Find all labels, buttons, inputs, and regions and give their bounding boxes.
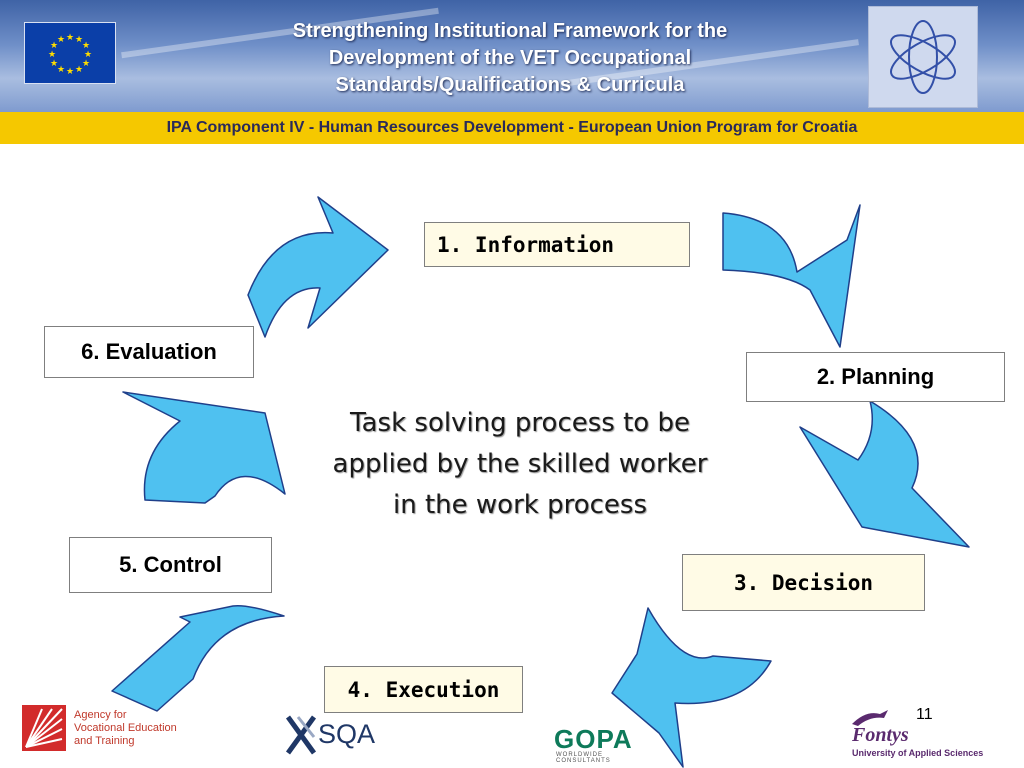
gopa-logo-text: GOPA (554, 724, 633, 754)
cycle-arrow-icon (722, 204, 861, 348)
svg-text:★: ★ (75, 65, 83, 75)
program-bar: IPA Component IV - Human Resources Devel… (0, 112, 1024, 144)
cycle-arrow-icon (799, 400, 970, 548)
header-title-line: Development of the VET Occupational (328, 47, 692, 69)
asoo-logo: Agency for Vocational Education and Trai… (22, 705, 202, 753)
gopa-logo-subtext: WORLDWIDE CONSULTANTS (556, 752, 611, 764)
center-caption-line: in the work process (393, 490, 647, 520)
svg-text:★: ★ (82, 59, 90, 69)
asoo-logo-line: Agency for (74, 709, 127, 721)
header-title-line: Strengthening Institutional Framework fo… (292, 20, 728, 42)
center-caption: Task solving process to be applied by th… (300, 403, 740, 526)
cycle-arrow-icon (122, 391, 286, 504)
asoo-logo-line: and Training (74, 735, 135, 747)
sqa-logo-text: SQA (318, 719, 376, 749)
svg-text:★: ★ (48, 50, 56, 60)
page-number: 11 (916, 706, 933, 723)
stage-planning: 2. Planning (746, 352, 1005, 402)
svg-text:★: ★ (75, 35, 83, 45)
asoo-logo-icon (22, 705, 66, 751)
project-logo-icon (868, 6, 978, 108)
svg-text:★: ★ (82, 41, 90, 51)
fontys-logo-icon (852, 710, 888, 726)
asoo-logo-text: Agency for Vocational Education and Trai… (74, 709, 177, 748)
stage-decision: 3. Decision (682, 554, 925, 611)
eu-flag-icon: ★ ★ ★ ★ ★ ★ ★ ★ ★ ★ ★ ★ (24, 22, 116, 84)
header-title: Strengthening Institutional Framework fo… (150, 18, 870, 99)
stage-control: 5. Control (69, 537, 272, 593)
cycle-arrow-icon (611, 607, 772, 768)
center-caption-line: applied by the skilled worker (332, 449, 708, 479)
svg-text:★: ★ (50, 41, 58, 51)
svg-text:★: ★ (66, 67, 74, 77)
header-title-line: Standards/Qualifications & Curricula (335, 74, 685, 96)
cycle-arrow-icon (111, 604, 285, 712)
svg-text:★: ★ (57, 35, 65, 45)
svg-text:★: ★ (50, 59, 58, 69)
program-bar-text: IPA Component IV - Human Resources Devel… (166, 119, 858, 136)
header-banner: ★ ★ ★ ★ ★ ★ ★ ★ ★ ★ ★ ★ Strengthening In… (0, 0, 1024, 112)
stage-information: 1. Information (424, 222, 690, 267)
svg-text:★: ★ (84, 50, 92, 60)
fontys-logo: Fontys University of Applied Sciences (846, 708, 996, 760)
gopa-logo: GOPA WORLDWIDE CONSULTANTS (554, 724, 644, 764)
center-caption-line: Task solving process to be (350, 408, 690, 438)
asoo-logo-line: Vocational Education (74, 722, 177, 734)
stage-evaluation: 6. Evaluation (44, 326, 254, 378)
sqa-logo-icon (285, 715, 317, 755)
fontys-logo-text: Fontys (852, 724, 909, 746)
stage-execution: 4. Execution (324, 666, 523, 713)
fontys-logo-subtext: University of Applied Sciences (852, 748, 984, 758)
cycle-arrow-icon (247, 196, 389, 338)
sqa-logo: SQA (284, 713, 394, 757)
svg-text:★: ★ (57, 65, 65, 75)
svg-text:★: ★ (66, 33, 74, 43)
